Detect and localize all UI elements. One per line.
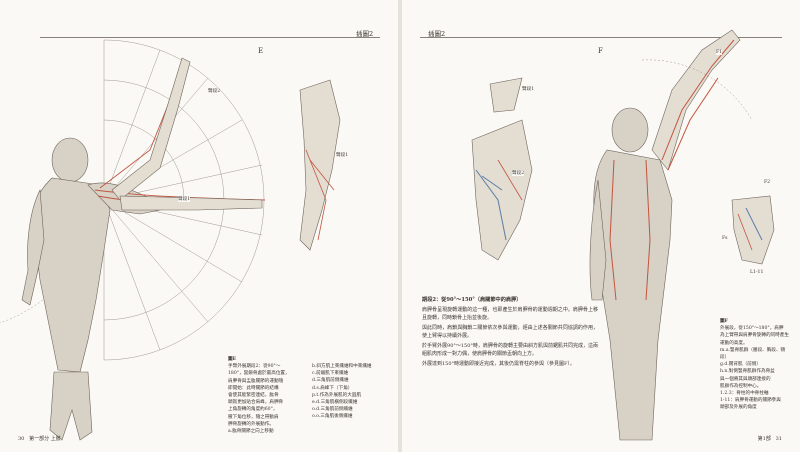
caption-line: 頭部及外展的角度: [720, 405, 757, 411]
caption-line: a.肱骨關節之向上移動: [228, 429, 274, 435]
caption-line: 胛骨旋轉的外展動作。: [228, 421, 274, 427]
caption-line: 腋下角位移，隨之帶動肩: [228, 414, 279, 420]
figure-letter-e: E: [258, 47, 264, 55]
paragraph: 於手臂外展90°～150°時，肩胛骨的旋轉主要由斜方肌與前鋸肌共同完成，這兩組肌…: [422, 343, 598, 357]
caption-line: 180°，當鎖骨處於最高位置，: [228, 371, 290, 377]
inset-label: 臂段1: [336, 152, 349, 158]
caption-line: 外展段，從150°～180°，肩胛: [720, 326, 784, 332]
caption-line: 手臂外展期段2：從90°～: [228, 364, 281, 370]
right-caption-title: 圖F: [720, 319, 728, 324]
right-page-header: 插圖2: [428, 30, 446, 38]
right-page: 插圖2 F 臂段1 臂段2: [402, 0, 800, 452]
right-header-rule: [420, 37, 782, 38]
arc-label-f2: F2: [764, 180, 771, 185]
paragraph: 肩胛骨呈現旋轉運動的這一種，也即產生於肩胛骨的運動週期之中。肩胛骨上移且旋轉，同…: [422, 307, 598, 321]
left-folio: 30 第一部分 上肢: [18, 435, 61, 442]
right-body-text: 期段2：從90°～150°（肩關節中的肩胛） 肩胛骨呈現旋轉運動的這一種，也即產…: [422, 296, 598, 368]
part-title-left: 第一部分 上肢: [29, 436, 61, 442]
caption-line: 肌群作為控制中心。: [720, 383, 762, 389]
section-title: 期段2：從90°～150°（肩關節中的肩胛）: [422, 297, 522, 303]
caption-line: d.s.肩峰下（下角）: [312, 385, 353, 391]
right-caption: 圖F 外展段，從150°～180°，肩胛 為上臂帶與肩胛骨旋轉的同時產生 運動的…: [720, 318, 790, 412]
caption-line: b.斜方肌上束纖維和中束纖維: [312, 364, 372, 369]
posterior-torso-raised-arm: [589, 29, 775, 441]
caption-line: 與一個將其與頭部連接的: [720, 376, 771, 382]
left-header-rule: [40, 37, 380, 38]
paragraph: 與此同時，肩鎖與胸鎖二關節依次參與運動，經由上述各關節共同協調的作用，使上臂得以…: [422, 325, 598, 339]
figure-letter-f: F: [598, 47, 603, 55]
caption-line: 1-11：肩胛骨運動的關節參與: [720, 398, 781, 404]
caption-line: 即開始：此時關節的結構: [228, 385, 279, 391]
caption-line: 肩胛骨與盂肱關節的運動隨: [228, 378, 284, 384]
caption-line: 上角旋轉的角度約60°，: [228, 407, 278, 413]
caption-line: h.n.對側豎脊肌群作為骨盆: [720, 369, 775, 375]
arc-label-mid: 臂段1: [178, 196, 191, 202]
part-title-right: 第1部: [757, 436, 771, 442]
caption-line: 為上臂帶與肩胛骨旋轉的同時產生: [720, 333, 789, 339]
caption-line: e.d.三角肌橫側段纖維: [312, 400, 358, 406]
left-page-header: 插圖2: [356, 30, 374, 38]
caption-line: 運動的高度。: [720, 340, 748, 346]
caption-line: 1.2.3：脊柱的中脊柱軸: [720, 391, 769, 397]
caption-line: c.前鋸肌下束纖維: [312, 371, 349, 377]
left-caption-title: 圖E: [228, 357, 237, 362]
caption-line: m.a.豎脊肌群（腰段、胸段、頸段）: [720, 347, 786, 361]
arc-label-fs: Fs: [722, 236, 728, 241]
arc-label-l1-11: L1-11: [750, 270, 764, 275]
caption-line: 頭就更加貼合肩峰，肩胛骨: [228, 400, 284, 406]
caption-line: d.三角肌前側纖維: [312, 378, 349, 384]
caption-line: g.d.闊背肌（前側）: [720, 362, 761, 368]
scapula-rotation-inset: [471, 77, 533, 261]
posterior-torso-illustration: [21, 57, 266, 441]
page-number-left: 30: [18, 436, 25, 442]
caption-line: o.o.三角肌後側纖維: [312, 414, 353, 420]
arc-label-f1: F1: [716, 50, 723, 55]
book-gutter: [398, 0, 402, 452]
paragraph: 外展達到150°時運動即接近完成，其後仍需脊柱的參與（參見圖F）。: [422, 361, 576, 367]
scapula-inset-illustration: [299, 79, 341, 251]
right-folio: 第1部 31: [758, 435, 782, 442]
left-page: 插圖2 E: [0, 0, 398, 452]
arc-label-top: 臂段2: [208, 88, 221, 94]
page-number-right: 31: [775, 436, 782, 442]
caption-line: o.d.三角肌前側纖維: [312, 407, 353, 413]
caption-line: p.t.作為外展肌的大圓肌: [312, 392, 362, 398]
inset-label-a: 臂段1: [522, 86, 535, 92]
inset-label-b: 臂段2: [512, 170, 525, 176]
left-caption-col1: 圖E 手臂外展期段2：從90°～ 180°，當鎖骨處於最高位置， 肩胛骨與盂肱關…: [228, 356, 308, 435]
left-caption-col2: b.斜方肌上束纖維和中束纖維 c.前鋸肌下束纖維 d.三角肌前側纖維 d.s.肩…: [312, 363, 392, 421]
caption-line: 會使其能緊密連結，肱骨: [228, 393, 279, 399]
